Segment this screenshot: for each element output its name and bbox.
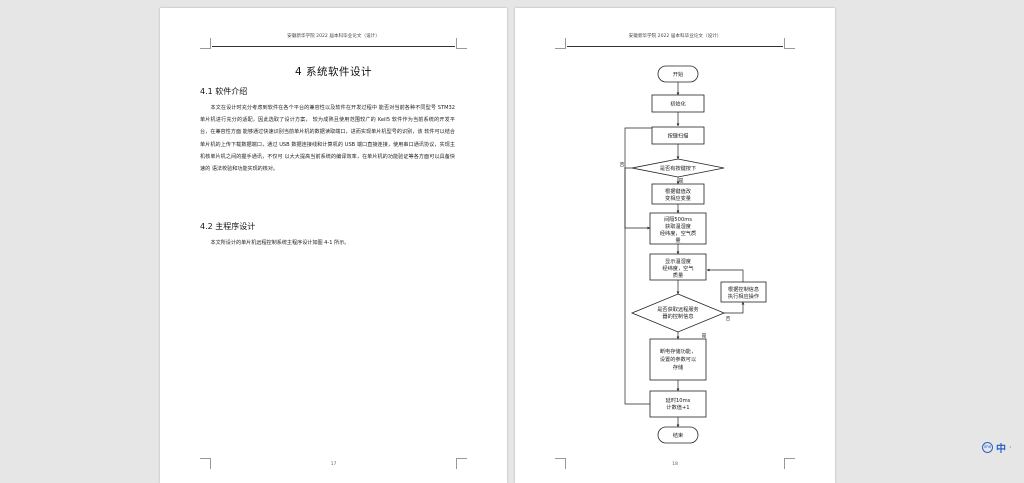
read-sensor-box xyxy=(649,212,707,245)
end-label: 结束 xyxy=(673,431,683,439)
delay-label: 计数值+1 xyxy=(666,403,689,411)
crop-mark xyxy=(456,38,467,49)
document-page-18: 安徽新华学院 2022 届本科毕业论文（设计） xyxy=(515,8,835,483)
section-title: 4.2 主程序设计 xyxy=(200,222,256,231)
init-box xyxy=(651,94,705,113)
read-sensor-label: 间隔500ms xyxy=(664,215,692,223)
key-action-label: 根据键值改 xyxy=(665,187,692,195)
ime-language-label[interactable]: 中 xyxy=(996,443,1006,455)
key-decision-label: 是否有按键按下 xyxy=(660,164,696,172)
ime-status[interactable]: ime 中 · xyxy=(982,440,1012,455)
text-line: 较为成熟且使用范围较广的 Keil5 软件作为当前系统的开发平台，在兼容性方面 xyxy=(200,117,456,136)
text-line: 以大大提高当前系统的编译效率，在单片机的功能验证等各方面可以具备快速的 xyxy=(200,153,455,173)
header-rule xyxy=(212,46,455,47)
display-box xyxy=(649,253,707,281)
crop-mark xyxy=(555,38,566,49)
crop-mark xyxy=(200,458,211,469)
display-label: 质量 xyxy=(673,271,683,279)
save-label: 设置的参数可以 xyxy=(660,355,696,363)
page-number: 17 xyxy=(330,462,337,467)
paragraph: 本文所设计的单片机远程控制系统主程序设计如图 4-1 所示。 xyxy=(200,237,455,249)
scan-box xyxy=(651,126,705,145)
crop-mark xyxy=(784,38,795,49)
ime-punctuation-icon[interactable]: · xyxy=(1009,442,1012,452)
remote-decision xyxy=(630,293,726,333)
section-title: 4.1 软件介绍 xyxy=(200,87,248,96)
save-box xyxy=(649,338,707,381)
start-terminal xyxy=(657,65,699,83)
text-line: 能否对当前各种不同型号 STM32 单片机进行充分的适配，因此选取了设计方案， xyxy=(200,105,455,124)
remote-decision-label: 器的控制信息 xyxy=(662,312,693,320)
ime-icon[interactable]: ime xyxy=(982,441,993,453)
crop-mark xyxy=(555,458,566,469)
remote-action-label: 执行相应操作 xyxy=(728,292,759,300)
yes-label: 是 xyxy=(679,178,684,184)
document-page-17: 安徽新华学院 2022 届本科毕业论文（设计） 4 系统软件设计 4.1 软件介… xyxy=(160,8,507,483)
remote-action-label: 根据控制信息 xyxy=(728,285,759,293)
start-label: 开始 xyxy=(673,70,684,78)
scan-label: 按键扫描 xyxy=(668,132,689,140)
crop-mark xyxy=(200,38,211,49)
key-action-label: 变相应变量 xyxy=(665,194,691,202)
save-label: 存储 xyxy=(673,363,683,371)
page-number: 18 xyxy=(672,462,678,467)
end-terminal xyxy=(657,426,699,444)
save-label: 断电存储功能， xyxy=(660,347,696,355)
text-line: 软件可以结合单片机的上传下载数据端口，通过 USB 数据连接线和计算机的 USB xyxy=(200,129,455,148)
paragraph: 本文在设计时充分考虑到软件在各个平台的兼容性以及软件在开发过程中 能否对当前各种… xyxy=(200,102,455,175)
running-header: 安徽新华学院 2022 届本科毕业论文（设计） xyxy=(287,34,380,39)
display-label: 经纬度，空气 xyxy=(662,264,693,272)
read-sensor-label: 经纬度，空气质 xyxy=(660,229,696,237)
no-label: 否 xyxy=(726,316,731,322)
text-line: 端口直接连接，使用串口通讯协议，实现主机核单片机之间的握手通讯，不仅可 xyxy=(200,141,455,160)
text-line: 本文所设计的单片机远程控制系统主程序设计如图 4-1 所示。 xyxy=(210,240,350,246)
read-sensor-label: 获取温湿度 xyxy=(665,222,691,230)
crop-mark xyxy=(456,458,467,469)
delay-label: 延时10ms xyxy=(666,396,691,404)
init-label: 初始化 xyxy=(670,100,686,108)
main-program-flowchart: 开始 初始化 按键扫描 是否有按键按下 根据键值改 变相应变量 间隔500ms … xyxy=(620,65,767,444)
running-header: 安徽新华学院 2022 届本科毕业论文（设计） xyxy=(628,34,722,39)
yes-label: 是 xyxy=(702,333,707,339)
text-line: 本文在设计时充分考虑到软件在各个平台的兼容性以及软件在开发过程中 xyxy=(210,105,378,111)
text-line: 能够通过快速识别当前单片机的数据读取端口，进而实现单片机型号的识别，该 xyxy=(242,129,423,136)
crop-mark xyxy=(784,458,795,469)
key-action-box xyxy=(651,183,705,205)
read-sensor-label: 量 xyxy=(675,237,680,244)
display-label: 显示温湿度 xyxy=(665,257,691,265)
remote-action-box xyxy=(720,281,767,303)
remote-decision-label: 是否获取远程服务 xyxy=(657,305,699,313)
delay-box xyxy=(649,390,707,418)
key-decision xyxy=(631,158,725,178)
text-line: 语法校验和功能实现的核对。 xyxy=(211,166,279,173)
chapter-title: 4 系统软件设计 xyxy=(294,66,373,78)
no-label: 否 xyxy=(620,162,625,168)
header-rule xyxy=(567,46,783,47)
